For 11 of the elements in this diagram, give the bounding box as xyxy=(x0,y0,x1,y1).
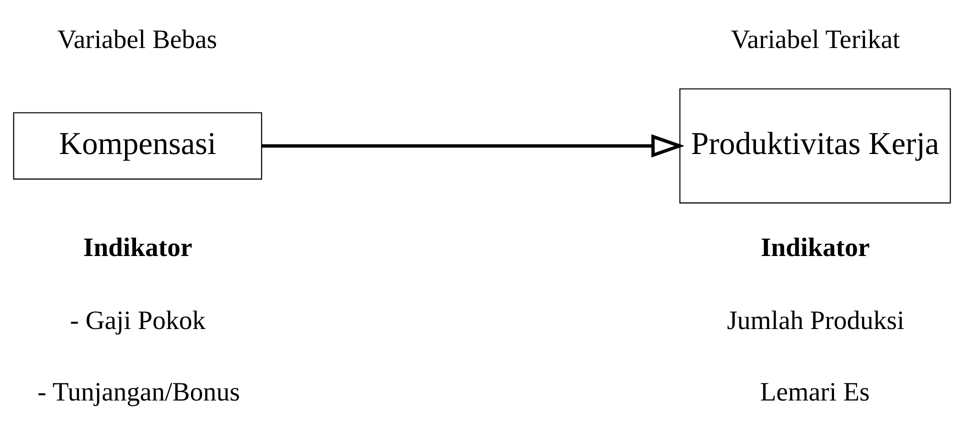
label: Variabel Terikat xyxy=(730,24,900,54)
label: - Gaji Pokok xyxy=(70,304,206,335)
node-box: Produktivitas Kerja xyxy=(679,88,951,204)
label: Lemari Es xyxy=(760,376,870,406)
label: Variabel Bebas xyxy=(57,24,218,54)
label: Jumlah Produksi xyxy=(726,304,904,335)
arrow xyxy=(262,134,685,158)
node-box: Kompensasi xyxy=(13,112,262,180)
label: Indikator xyxy=(83,232,192,262)
label: Indikator xyxy=(760,232,870,262)
label: - Tunjangan/Bonus xyxy=(38,376,240,406)
